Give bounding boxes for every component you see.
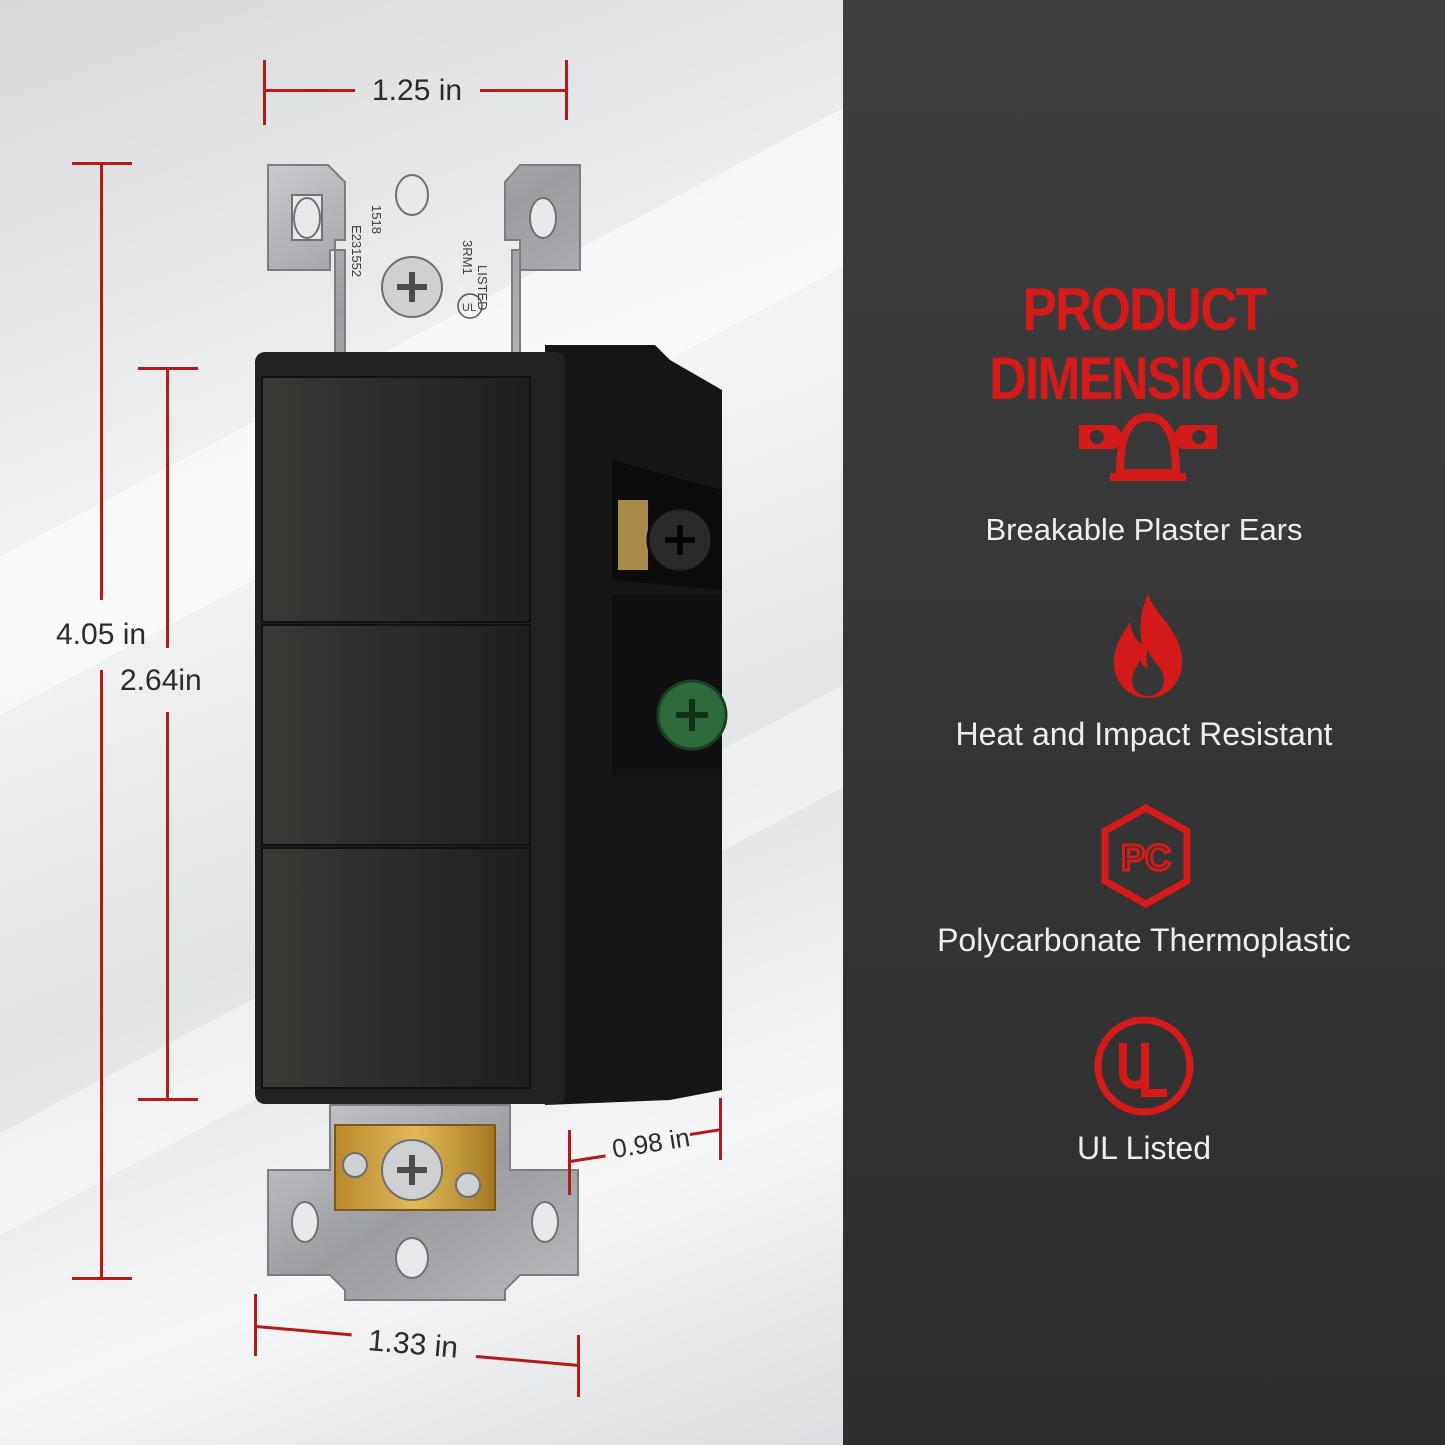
strap-marking-1: LISTED <box>475 265 490 311</box>
feature-label-plaster-ears: Breakable Plaster Ears <box>985 512 1303 547</box>
strap-ul-mark: UL <box>462 302 476 314</box>
pc-hexagon-icon: PC <box>1101 804 1191 908</box>
feature-label-ul-listed: UL Listed <box>1077 1130 1211 1166</box>
product-photo-area: LISTED 3RM1 1518 E231552 UL <box>0 0 843 1445</box>
rocker-top <box>261 376 531 623</box>
rocker-switch-illustration: LISTED 3RM1 1518 E231552 UL <box>255 164 728 1301</box>
strap-marking-3: 1518 <box>369 205 384 234</box>
strap-marking-2: 3RM1 <box>460 240 475 275</box>
dim-top-width: 1.25 in <box>372 74 463 107</box>
rocker-middle <box>261 624 531 846</box>
top-mounting-strap: LISTED 3RM1 1518 E231552 UL <box>267 164 581 356</box>
switch-side-housing <box>545 345 728 1105</box>
feature-label-polycarbonate: Polycarbonate Thermoplastic <box>937 922 1351 958</box>
panel-title: PRODUCT DIMENSIONS <box>989 276 1300 412</box>
bottom-mounting-strap <box>267 1104 579 1301</box>
dim-total-height: 4.05 in <box>56 618 147 651</box>
ul-logo-icon <box>1094 1016 1194 1116</box>
features-panel: PRODUCT DIMENSIONS Breakable Plaster Ear… <box>843 0 1445 1445</box>
strap-marking-4: E231552 <box>349 225 364 277</box>
flame-icon <box>1114 594 1182 698</box>
plaster-ears-icon <box>1079 412 1217 481</box>
feature-label-heat-impact: Heat and Impact Resistant <box>955 716 1333 752</box>
rocker-bottom <box>261 847 531 1089</box>
svg-text:PC: PC <box>1121 837 1171 878</box>
dim-body-height: 2.64in <box>120 664 202 697</box>
